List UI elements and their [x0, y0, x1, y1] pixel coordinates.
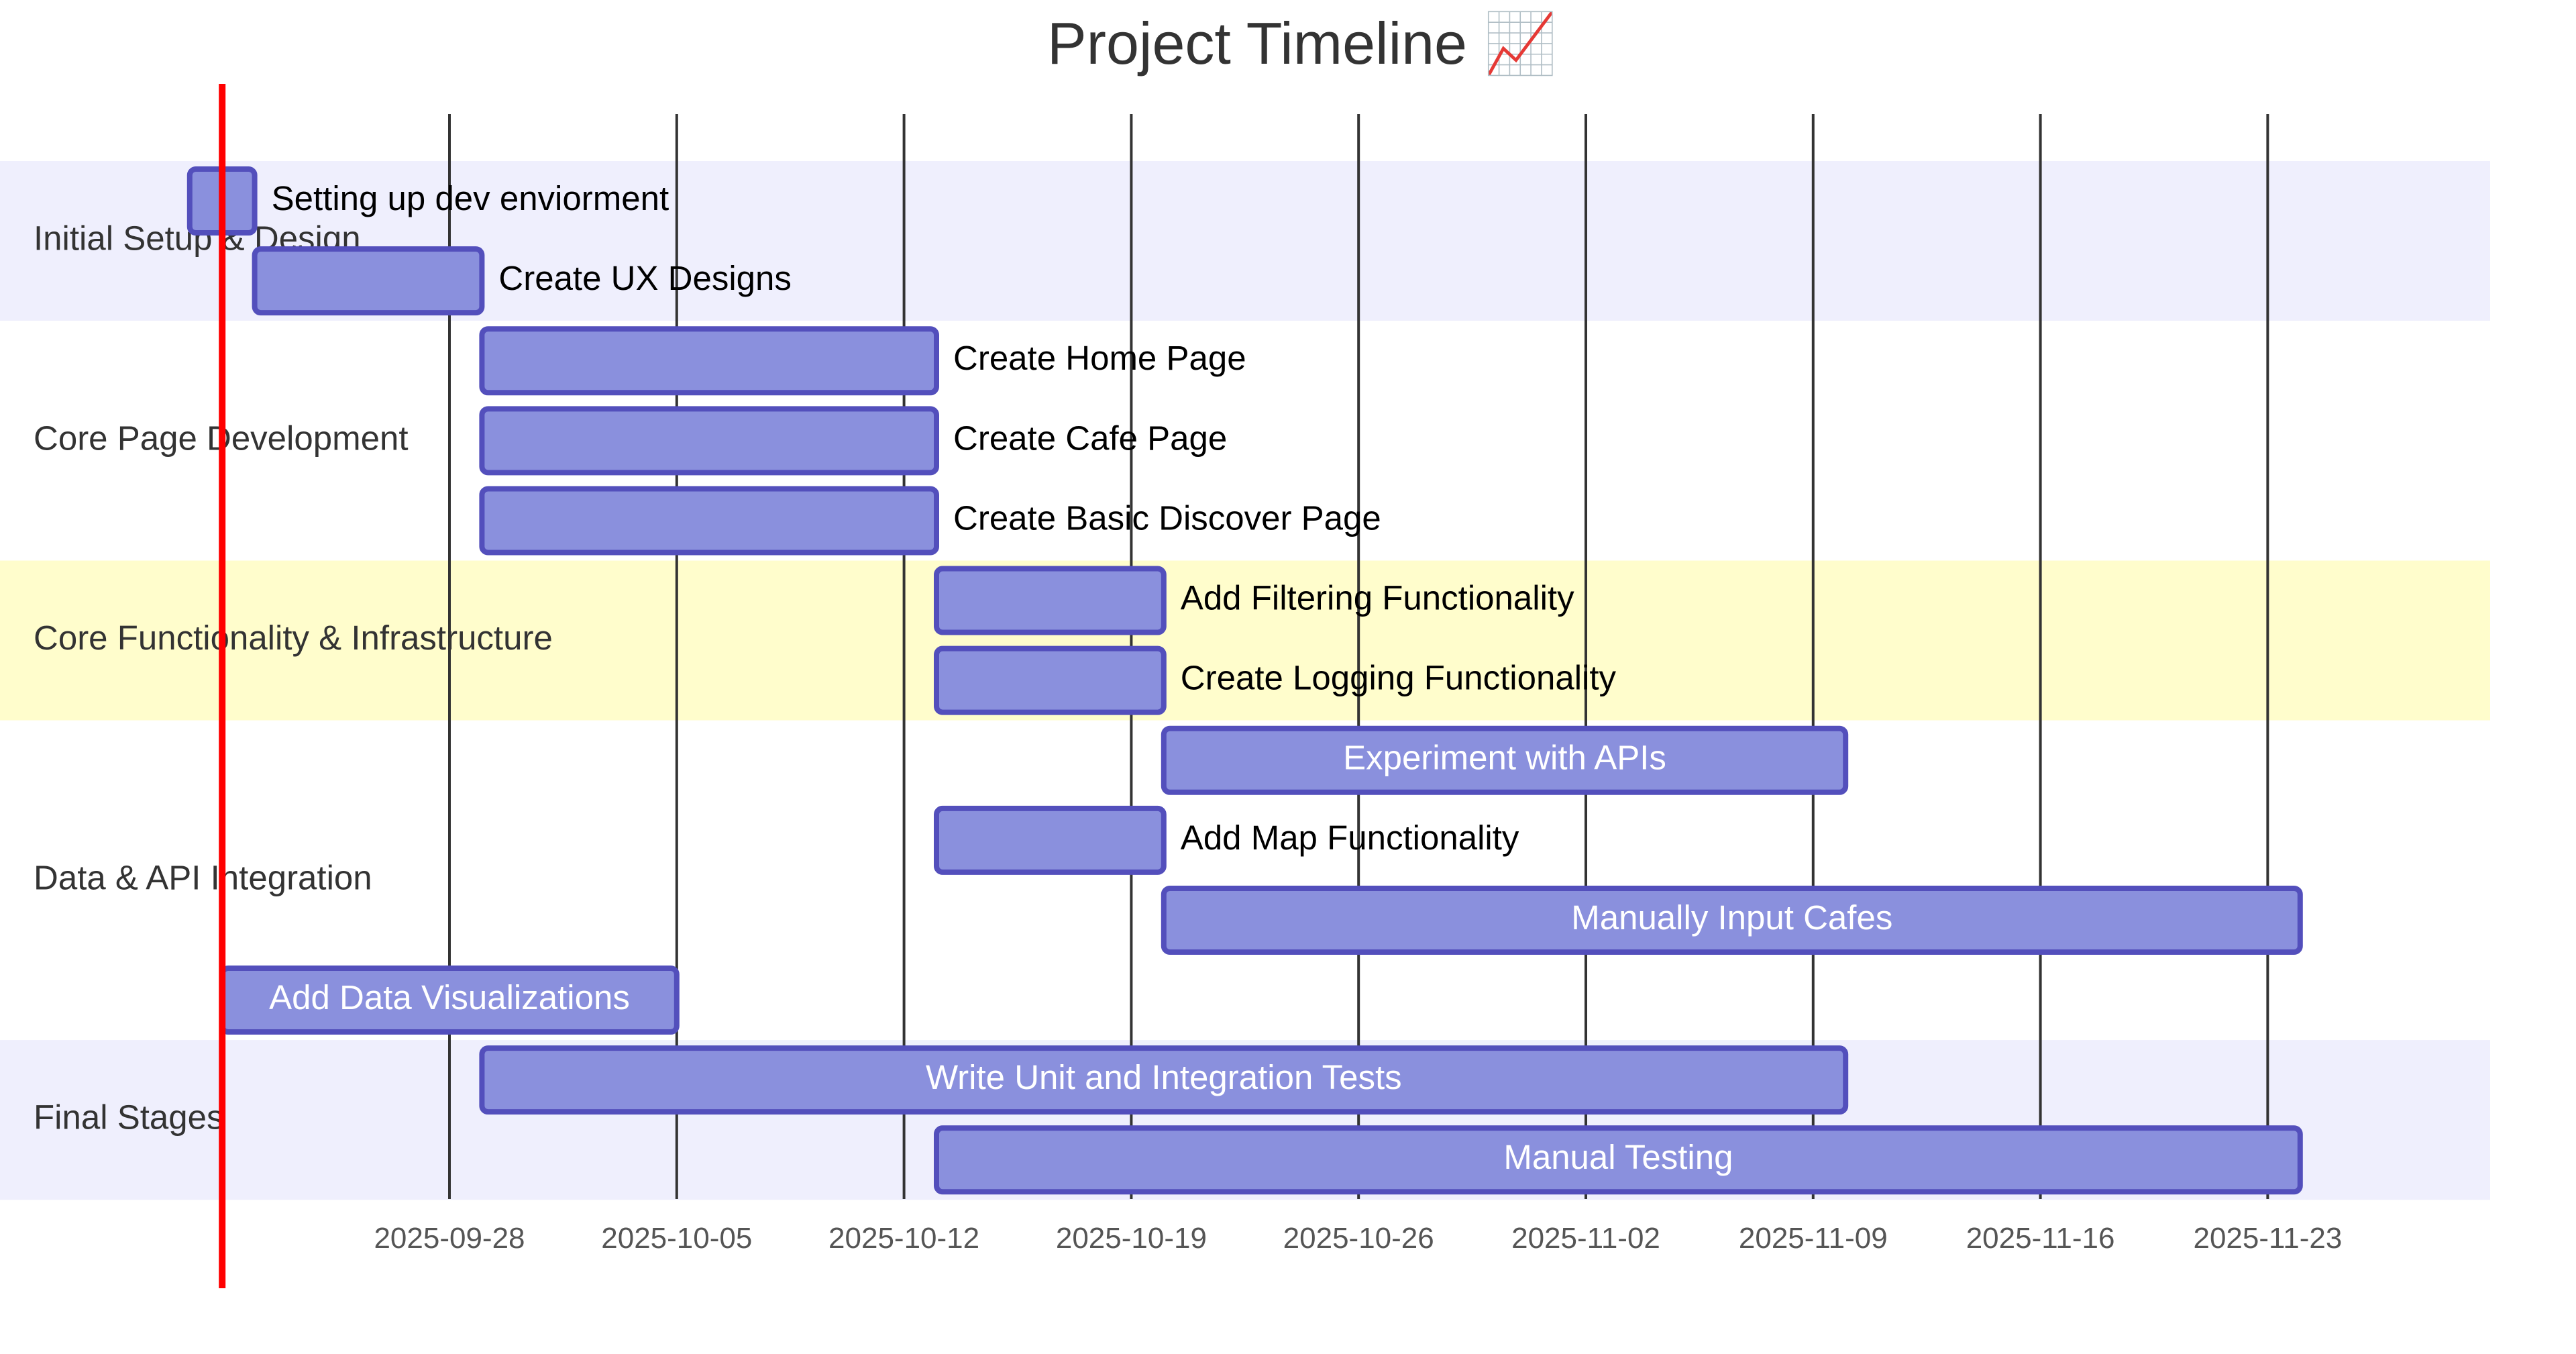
- section-band-core-page-development: [0, 321, 2490, 561]
- task-bar-add-filtering-functionality[interactable]: [934, 566, 1167, 635]
- section-label-data-api-integration: Data & API Integration: [34, 858, 372, 896]
- tick-label-2025-10-19: 2025-10-19: [1056, 1222, 1207, 1255]
- task-bar-create-basic-discover-page[interactable]: [479, 486, 939, 556]
- task-label-add-map-functionality: Add Map Functionality: [1181, 819, 1519, 857]
- tick-label-2025-11-09: 2025-11-09: [1739, 1222, 1888, 1255]
- tick-label-2025-10-12: 2025-10-12: [828, 1222, 979, 1255]
- tick-label-2025-11-23: 2025-11-23: [2193, 1222, 2342, 1255]
- tick-label-2025-09-28: 2025-09-28: [374, 1222, 525, 1255]
- axis-ticks: 2025-09-28 2025-10-05 2025-10-12 2025-10-19…: [374, 1222, 2342, 1255]
- task-label-add-data-visualizations: Add Data Visualizations: [269, 978, 630, 1017]
- task-bar-write-unit-and-integration-tests[interactable]: [479, 1045, 1849, 1115]
- section-label-final-stages: Final Stages: [34, 1098, 224, 1137]
- section-label-core-functionality-infrastructure: Core Functionality & Infrastructure: [34, 619, 553, 657]
- task-label-add-filtering-functionality: Add Filtering Functionality: [1181, 579, 1574, 617]
- task-bars: [186, 166, 2303, 1195]
- tick-label-2025-11-02: 2025-11-02: [1511, 1222, 1660, 1255]
- task-bar-create-ux-designs[interactable]: [252, 246, 485, 316]
- tick-label-2025-10-05: 2025-10-05: [601, 1222, 752, 1255]
- tick-label-2025-11-16: 2025-11-16: [1966, 1222, 2115, 1255]
- task-label-create-ux-designs: Create UX Designs: [498, 259, 792, 297]
- task-bar-create-cafe-page[interactable]: [479, 406, 939, 476]
- task-label-write-unit-and-integration-tests: Write Unit and Integration Tests: [926, 1058, 1402, 1096]
- task-bar-add-map-functionality[interactable]: [934, 805, 1167, 875]
- task-bar-manual-testing[interactable]: [934, 1125, 2303, 1195]
- task-label-setting-up-dev-enviorment: Setting up dev enviorment: [272, 179, 669, 217]
- task-bar-manually-input-cafes[interactable]: [1161, 885, 2303, 955]
- task-label-experiment-with-apis: Experiment with APIs: [1343, 739, 1666, 777]
- chart-title: Project Timeline 📈: [1047, 10, 1557, 77]
- task-label-create-basic-discover-page: Create Basic Discover Page: [953, 499, 1381, 537]
- task-label-manual-testing: Manual Testing: [1503, 1138, 1733, 1176]
- task-bar-create-home-page[interactable]: [479, 326, 939, 396]
- section-band-core-functionality-infrastructure: [0, 560, 2490, 721]
- task-label-create-logging-functionality: Create Logging Functionality: [1181, 659, 1617, 697]
- tick-label-2025-10-26: 2025-10-26: [1283, 1222, 1434, 1255]
- grid-lines: [448, 114, 2269, 1199]
- task-bar-create-logging-functionality[interactable]: [934, 645, 1167, 715]
- task-label-create-home-page: Create Home Page: [953, 339, 1246, 377]
- task-label-manually-input-cafes: Manually Input Cafes: [1571, 898, 1892, 937]
- task-label-create-cafe-page: Create Cafe Page: [953, 419, 1227, 457]
- task-bar-experiment-with-apis[interactable]: [1161, 725, 1849, 795]
